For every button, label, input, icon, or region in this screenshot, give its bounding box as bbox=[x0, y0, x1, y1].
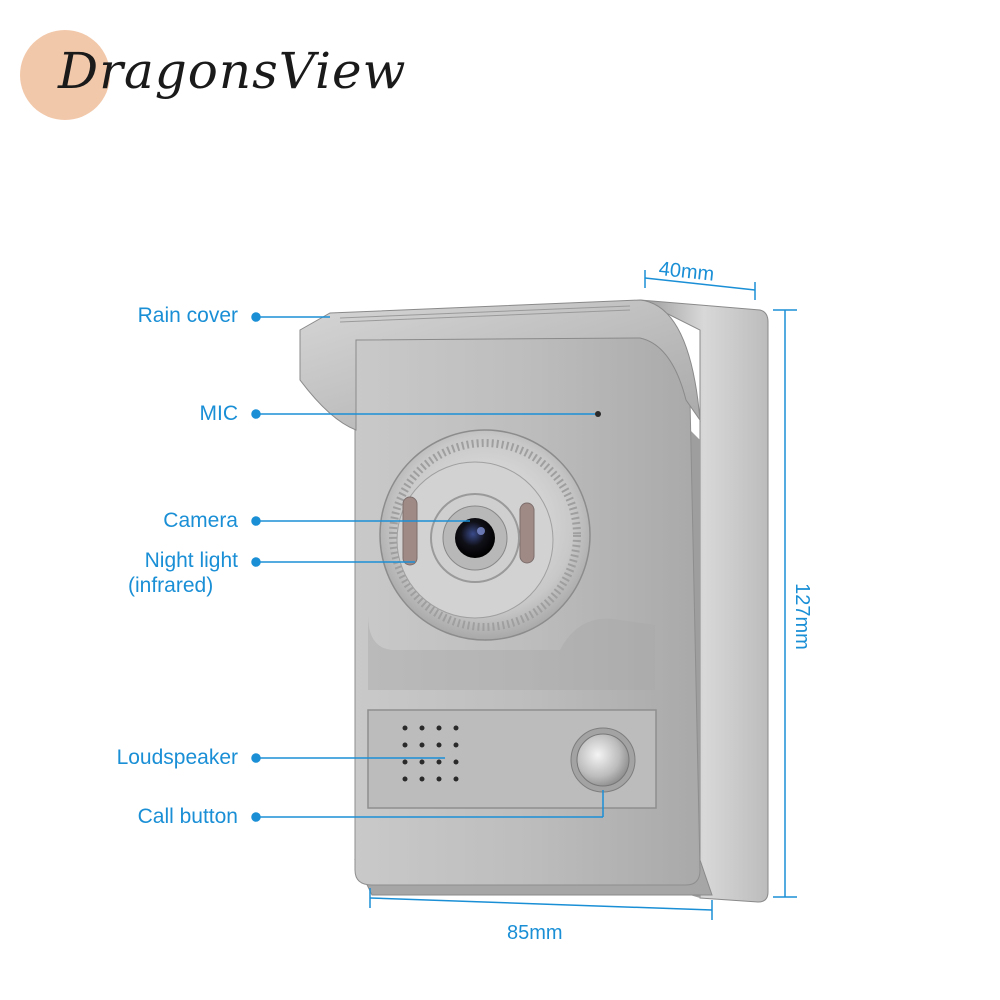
callout-dot-night-light bbox=[251, 557, 261, 567]
call-button bbox=[576, 733, 630, 787]
callout-dot-loudspeaker bbox=[251, 753, 261, 763]
label-call-button: Call button bbox=[137, 805, 238, 828]
callout-dot-call-button bbox=[251, 812, 261, 822]
label-infrared: (infrared) bbox=[128, 574, 214, 597]
hood-ribs bbox=[339, 305, 631, 323]
dimension-width: 85mm bbox=[507, 922, 563, 944]
brand-logo: DragonsView bbox=[20, 30, 420, 120]
label-loudspeaker: Loudspeaker bbox=[116, 746, 238, 769]
callout-dot-mic bbox=[251, 409, 261, 419]
dimension-lines bbox=[369, 270, 797, 920]
camera-lens bbox=[455, 518, 495, 558]
speaker-grille bbox=[402, 725, 459, 782]
ir-light-left bbox=[402, 496, 418, 566]
lens-glint bbox=[477, 527, 485, 535]
callout-lines bbox=[251, 312, 604, 822]
label-night-light: Night light bbox=[144, 549, 238, 572]
device-side bbox=[639, 299, 769, 903]
rain-cover bbox=[299, 299, 701, 431]
mic-hole bbox=[595, 411, 601, 417]
dimension-height: 127mm bbox=[790, 583, 813, 650]
callout-dot-rain-cover bbox=[251, 312, 261, 322]
brand-name: DragonsView bbox=[58, 42, 407, 100]
label-camera: Camera bbox=[163, 509, 238, 532]
camera-ring-knurl bbox=[389, 439, 581, 631]
camera-recess bbox=[368, 615, 655, 690]
label-mic: MIC bbox=[199, 402, 239, 425]
label-rain-cover: Rain cover bbox=[137, 304, 238, 327]
ir-light-right bbox=[519, 502, 535, 564]
logo-circle bbox=[20, 30, 110, 120]
callout-dot-camera bbox=[251, 516, 261, 526]
